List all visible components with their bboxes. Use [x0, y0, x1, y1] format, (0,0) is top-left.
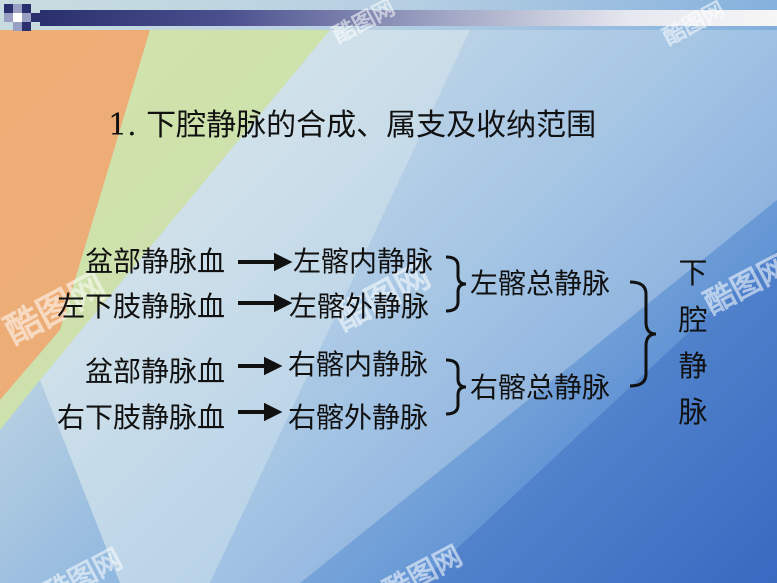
source-left-lower-limb: 左下肢静脉血 [56, 290, 225, 323]
brackets [445, 255, 657, 416]
source-right-pelvic: 盆部静脉血 [84, 355, 225, 388]
result-char-3: 静 [678, 349, 708, 383]
arrows [238, 252, 293, 422]
slide-title: 1. 下腔静脉的合成、属支及收纳范围 [108, 108, 597, 143]
branch-right-external-iliac: 右髂外静脉 [288, 401, 429, 434]
common-left-iliac: 左髂总静脉 [470, 267, 611, 300]
source-right-lower-limb: 右下肢静脉血 [56, 401, 225, 434]
branch-left-internal-iliac: 左髂内静脉 [293, 245, 434, 278]
header-bar [0, 0, 777, 36]
header-gradient-strip [40, 10, 777, 26]
branch-right-internal-iliac: 右髂内静脉 [288, 348, 429, 381]
result-char-1: 下 [678, 256, 708, 290]
result-char-2: 腔 [678, 303, 708, 337]
result-char-4: 脉 [678, 395, 708, 429]
source-left-pelvic: 盆部静脉血 [84, 245, 225, 278]
branch-left-external-iliac: 左髂外静脉 [289, 290, 430, 323]
common-right-iliac: 右髂总静脉 [470, 371, 611, 404]
